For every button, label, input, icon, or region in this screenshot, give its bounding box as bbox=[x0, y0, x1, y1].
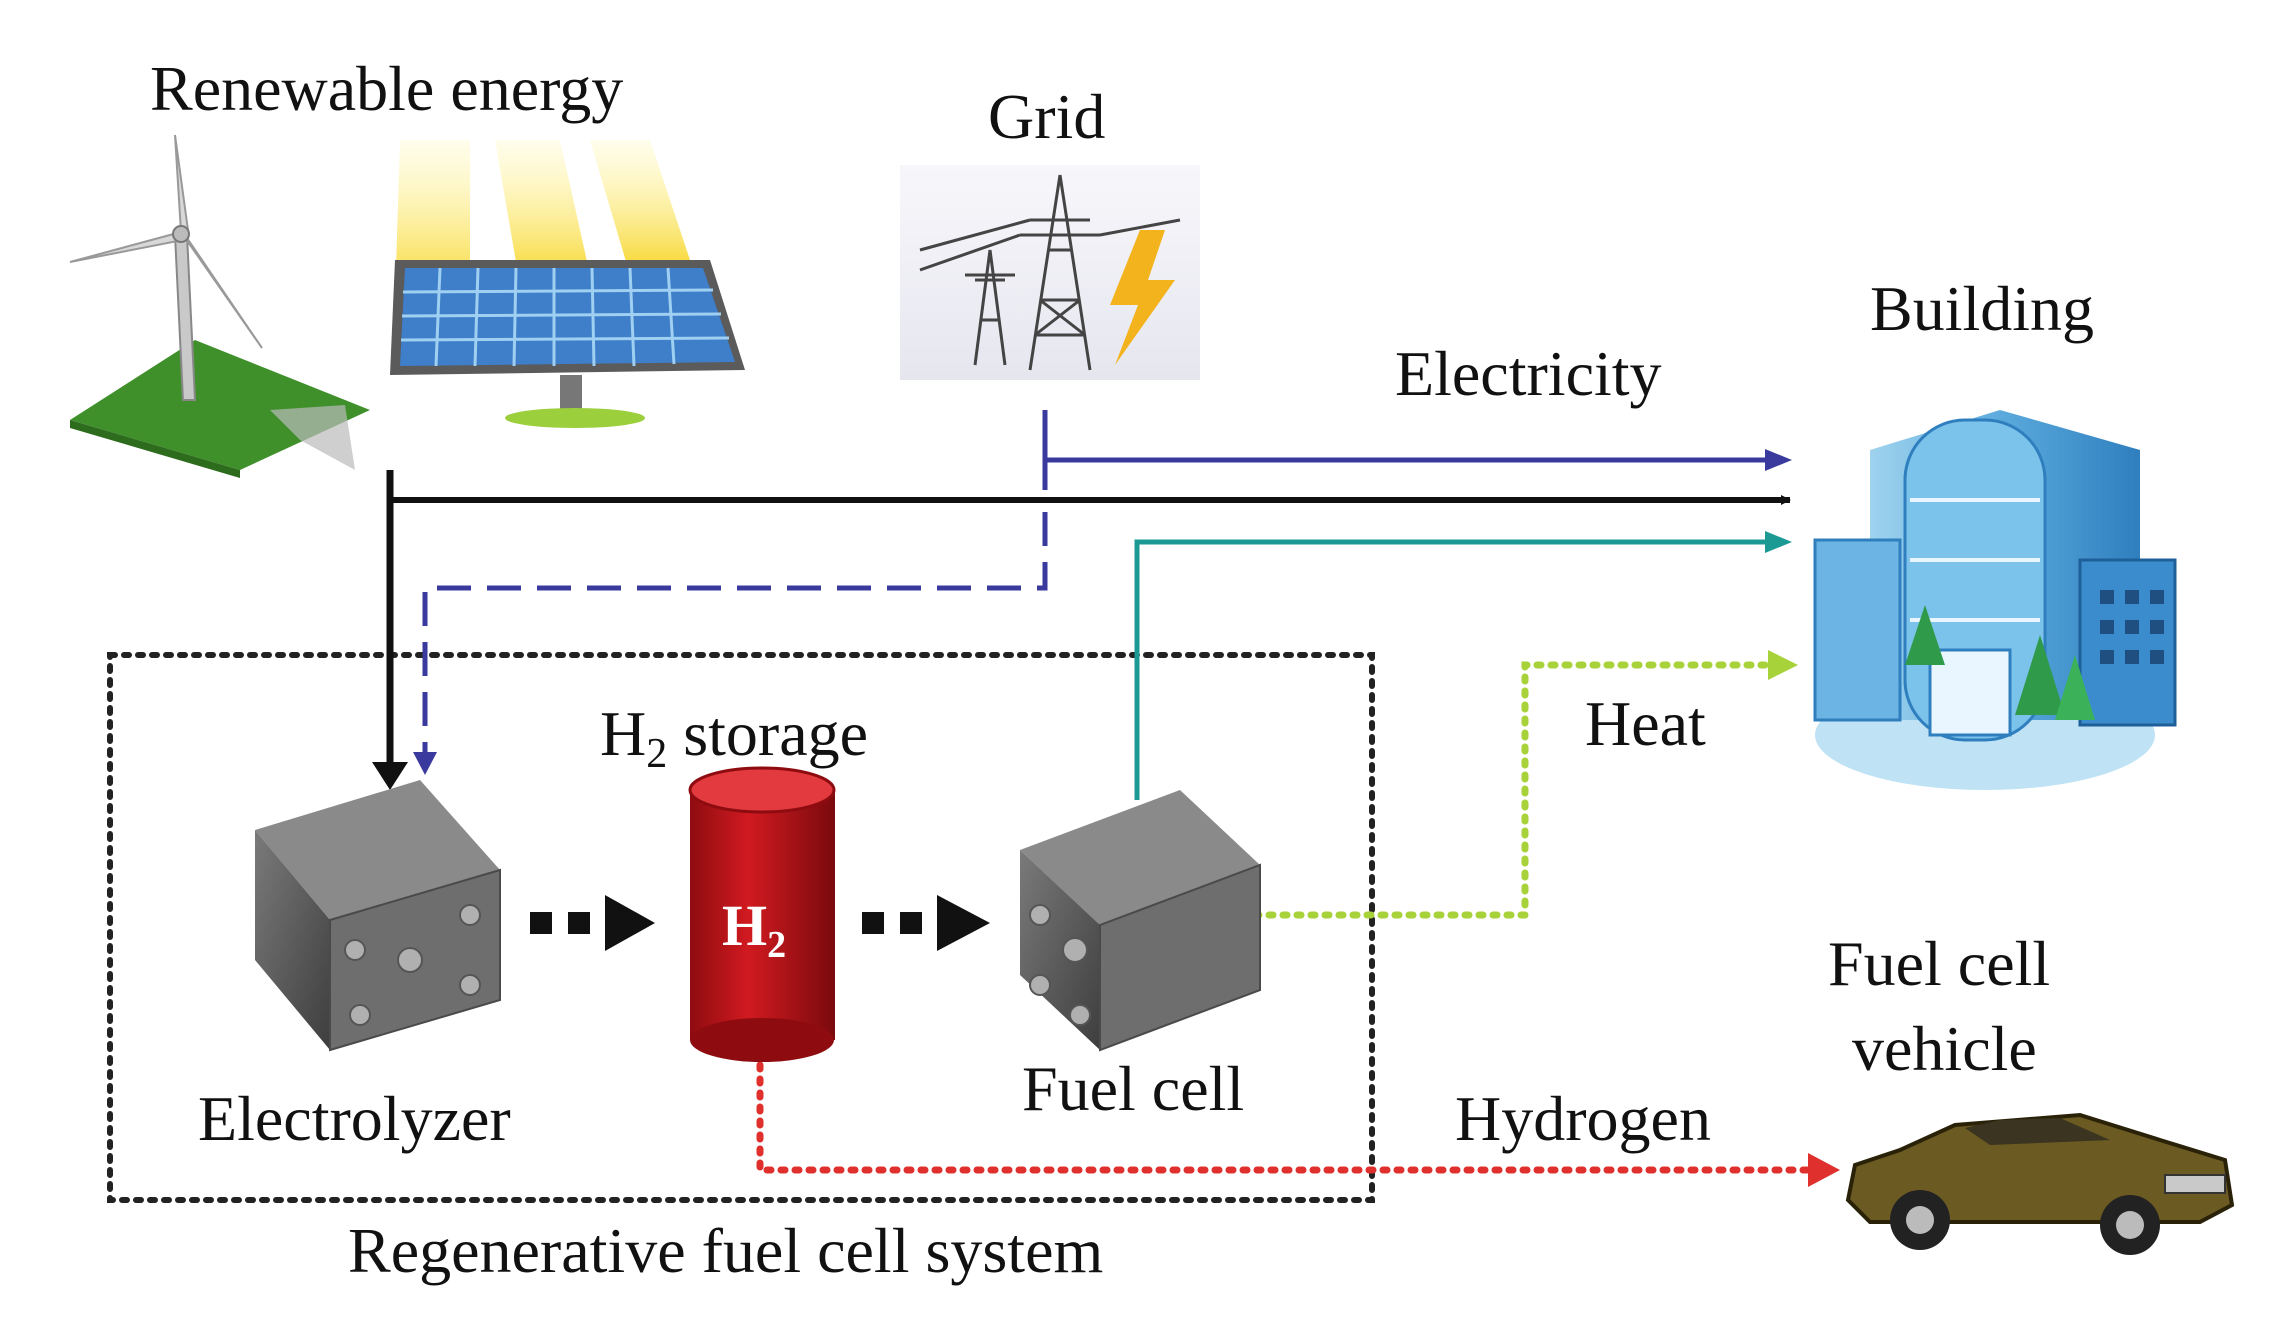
electricity-label: Electricity bbox=[1395, 338, 1662, 409]
heat-arrowhead bbox=[1768, 650, 1798, 680]
grid-flow-to-electrolyzer bbox=[422, 512, 1048, 755]
system-label: Regenerative fuel cell system bbox=[348, 1215, 1103, 1286]
fuelcell-electricity-flow bbox=[1134, 539, 1780, 800]
solar-panel-icon bbox=[390, 140, 745, 428]
grid-flow-to-building bbox=[1042, 410, 1780, 490]
renewable-arrowhead bbox=[372, 762, 408, 790]
lightning-icon bbox=[1110, 230, 1175, 365]
h2-storage-label: H2 storage bbox=[600, 698, 868, 777]
fuel-cell-label: Fuel cell bbox=[1022, 1053, 1244, 1124]
electrolyzer-label: Electrolyzer bbox=[198, 1083, 511, 1154]
renewable-energy-label: Renewable energy bbox=[150, 53, 623, 124]
grid-arrowhead-building bbox=[1765, 449, 1792, 471]
hydrogen-label: Hydrogen bbox=[1455, 1083, 1711, 1154]
heat-flow bbox=[1251, 661, 1779, 919]
hydrogen-arrowhead bbox=[1808, 1153, 1840, 1187]
building-label: Building bbox=[1870, 273, 2094, 344]
wind-turbine-icon bbox=[69, 134, 370, 478]
hydrogen-flow bbox=[756, 1061, 1819, 1174]
system-boundary bbox=[107, 652, 1375, 1203]
grid-arrowhead-electrolyzer bbox=[413, 752, 437, 775]
fcv-label-line2: vehicle bbox=[1852, 1013, 2037, 1084]
electrolyzer-to-storage-arrow bbox=[530, 895, 655, 951]
power-tower-icon bbox=[900, 165, 1200, 380]
car-icon bbox=[1845, 1112, 2235, 1255]
fuel-cell-icon bbox=[1020, 790, 1261, 1052]
building-icon bbox=[1813, 410, 2177, 790]
storage-to-fuelcell-arrow bbox=[862, 895, 990, 951]
heat-label: Heat bbox=[1585, 688, 1706, 759]
hydrogen-tank-icon: H2 bbox=[688, 766, 836, 1062]
electrolyzer-icon bbox=[255, 780, 501, 1052]
fcv-label-line1: Fuel cell bbox=[1828, 928, 2050, 999]
tank-h2-label: H2 bbox=[722, 893, 786, 966]
grid-label: Grid bbox=[988, 81, 1105, 152]
fuelcell-arrowhead bbox=[1765, 531, 1792, 553]
